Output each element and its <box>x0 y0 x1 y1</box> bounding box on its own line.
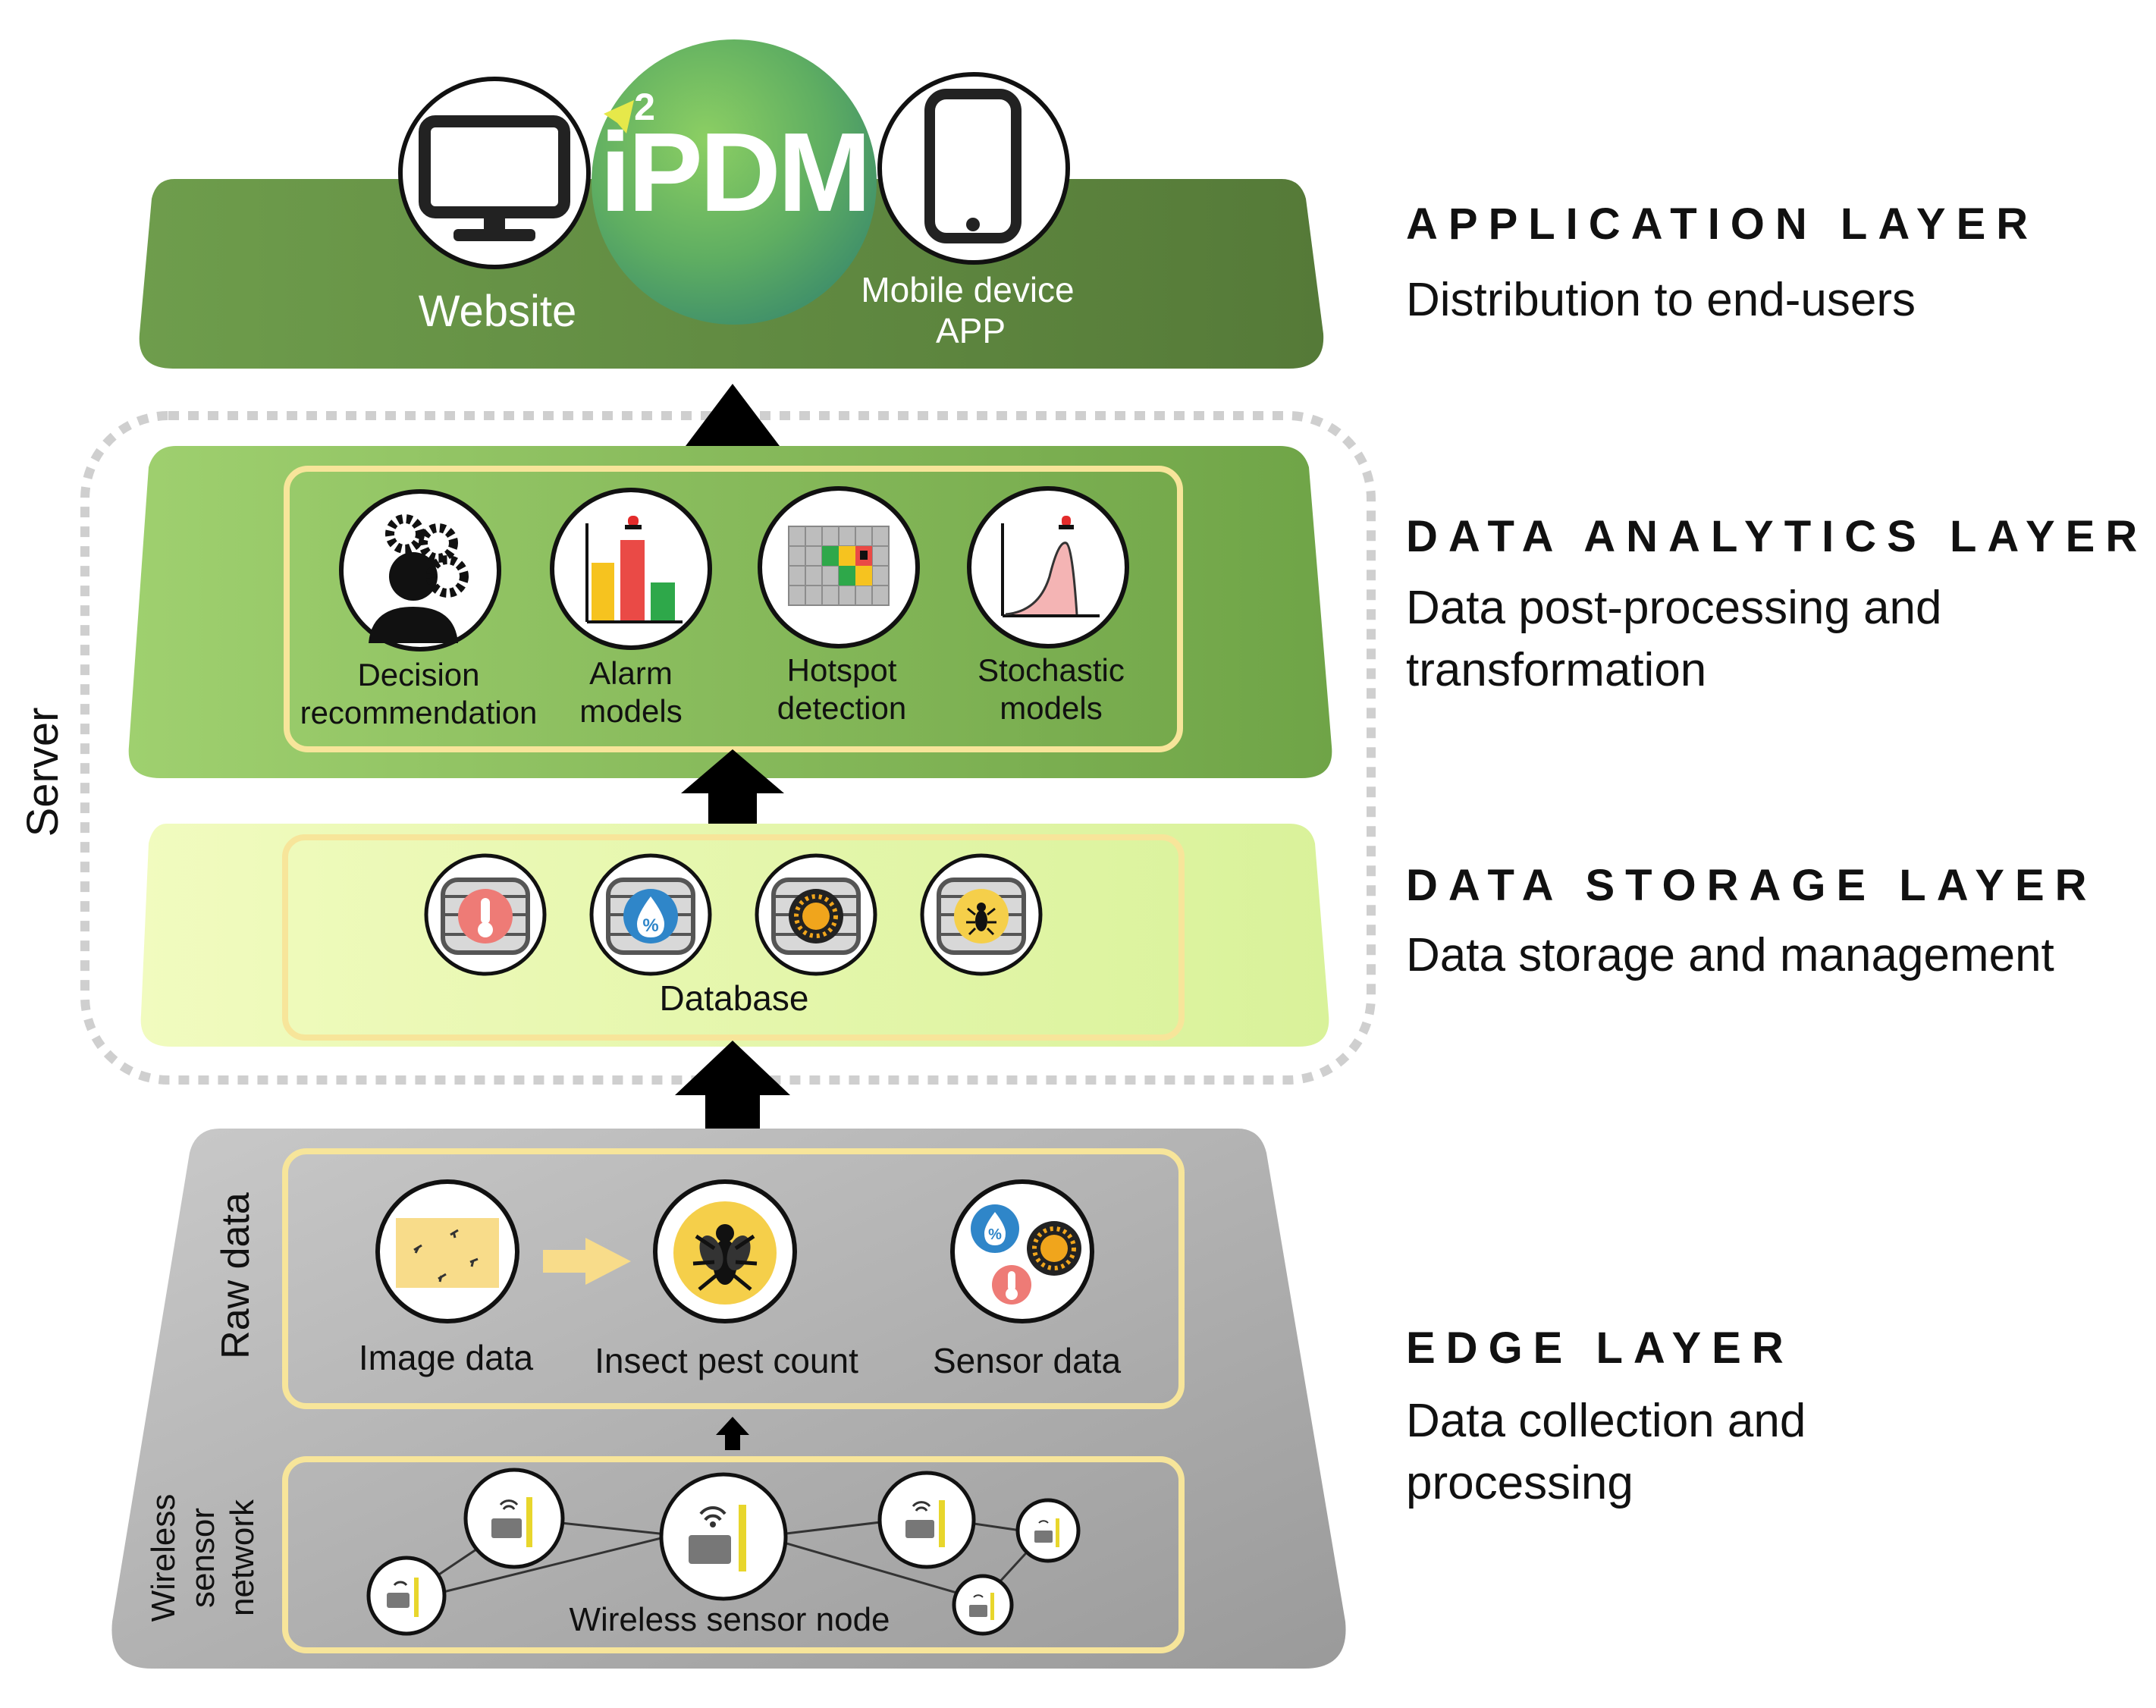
arrow-wsn-to-raw-data <box>716 1417 749 1450</box>
insect-count-label: Insect pest count <box>595 1341 858 1380</box>
edge-layer-desc-line1: Data collection and <box>1406 1395 1806 1447</box>
temperature-db-icon <box>441 878 530 955</box>
sensor-node-5 <box>952 1574 1014 1636</box>
insect-db-node <box>920 853 1043 976</box>
arrow-image-to-count <box>543 1238 631 1285</box>
analytics-inner-box <box>284 466 1183 752</box>
sensor-node-2 <box>463 1468 565 1569</box>
humidity-db-icon: % <box>606 878 695 955</box>
alarm-models-node <box>550 488 712 650</box>
analytics-layer-desc-line1: Data post-processing and <box>1406 582 1942 634</box>
insect-icon <box>673 1201 777 1305</box>
hotspot-grid-icon <box>788 526 890 606</box>
alarm-label-line1: Alarm <box>589 655 673 691</box>
sensor-node-4 <box>1015 1498 1081 1563</box>
stochastic-label-line2: models <box>1000 690 1102 726</box>
wsn-box <box>282 1456 1185 1653</box>
sensor-device-icon <box>1034 1518 1059 1547</box>
decision-label-line2: recommendation <box>300 695 538 730</box>
analytics-layer-desc-line2: transformation <box>1406 644 1707 696</box>
insect-db-icon <box>937 878 1026 955</box>
application-layer-desc: Distribution to end-users <box>1406 274 1916 326</box>
sensor-device-icon <box>905 1500 945 1547</box>
sun-db-icon <box>771 878 861 955</box>
smartphone-icon <box>924 89 1022 243</box>
ipdm-logo: iPDM 2 <box>592 39 877 325</box>
sensor-node-main <box>659 1472 788 1601</box>
mobile-label-line1: Mobile device <box>861 270 1074 309</box>
sensor-data-node: % <box>950 1179 1094 1323</box>
image-data-node <box>375 1179 519 1323</box>
stochastic-models-node <box>967 486 1129 648</box>
storage-layer-title: DATA STORAGE LAYER <box>1406 861 2098 910</box>
sensor-device-icon <box>387 1578 419 1617</box>
hotspot-label-line2: detection <box>777 690 906 726</box>
edge-layer-title: EDGE LAYER <box>1406 1323 1794 1373</box>
raw-data-label: Raw data <box>214 1192 258 1359</box>
server-label: Server <box>18 708 67 837</box>
raw-data-box <box>282 1148 1185 1409</box>
sensor-device-icon <box>689 1505 746 1571</box>
mobile-label-line2: APP <box>936 311 1006 350</box>
sensor-data-icon: % <box>971 1204 1081 1305</box>
database-label: Database <box>660 978 809 1018</box>
wsn-label-line3: network <box>224 1499 261 1616</box>
sensor-node-3 <box>877 1471 976 1569</box>
sensor-node-1 <box>366 1556 447 1636</box>
mobile-node <box>877 72 1070 265</box>
storage-layer-desc: Data storage and management <box>1406 929 2054 981</box>
decision-label-line1: Decision <box>357 657 479 692</box>
analytics-layer-title: DATA ANALYTICS LAYER <box>1406 512 2148 561</box>
image-data-label: Image data <box>359 1338 534 1377</box>
wireless-node-label: Wireless sensor node <box>569 1601 890 1638</box>
application-layer-title: APPLICATION LAYER <box>1406 199 2039 249</box>
website-label: Website <box>419 287 576 336</box>
decision-gears-person-icon <box>369 514 469 643</box>
stochastic-label-line1: Stochastic <box>978 652 1125 688</box>
sensor-data-label: Sensor data <box>933 1341 1121 1380</box>
logo-superscript: 2 <box>634 86 655 128</box>
paper-plane-icon <box>604 100 634 133</box>
decision-recommendation-node <box>339 489 501 651</box>
hotspot-detection-node <box>758 486 920 648</box>
logo-text: iPDM <box>600 110 868 235</box>
storage-inner-box <box>282 834 1185 1041</box>
humidity-db-node: % <box>589 853 712 976</box>
svg-text:%: % <box>642 915 658 936</box>
insect-count-node <box>653 1179 797 1323</box>
alarm-label-line2: models <box>579 693 682 729</box>
wsn-label-line1: Wireless <box>145 1494 182 1622</box>
edge-layer-desc-line2: processing <box>1406 1457 1633 1509</box>
hotspot-label-line1: Hotspot <box>787 652 897 688</box>
sun-db-node <box>755 853 877 976</box>
monitor-icon <box>419 115 570 241</box>
wsn-label-line2: sensor <box>184 1508 221 1608</box>
sensor-device-icon <box>969 1593 994 1620</box>
sensor-device-icon <box>491 1497 532 1547</box>
website-node <box>398 77 591 269</box>
svg-text:%: % <box>988 1226 1002 1243</box>
stochastic-curve-icon <box>1001 516 1100 617</box>
alarm-bar-chart-icon <box>585 516 683 623</box>
temperature-db-node <box>424 853 547 976</box>
trap-image-icon <box>396 1218 499 1288</box>
